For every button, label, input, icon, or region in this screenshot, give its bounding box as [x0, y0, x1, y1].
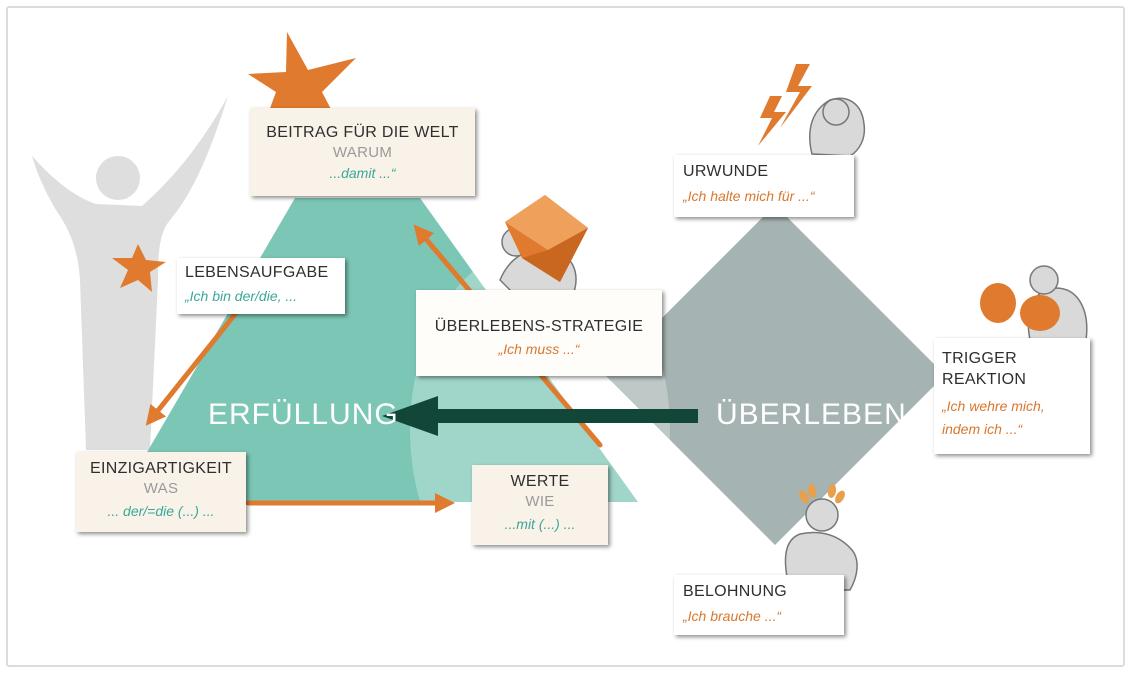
- dark-arrow: [382, 396, 698, 436]
- werte-title: WERTE: [510, 473, 570, 490]
- lebensaufgabe-title: LEBENSAUFGABE: [185, 264, 329, 281]
- beitrag-box: BEITRAG FÜR DIE WELT WARUM ...damit ...“: [250, 108, 475, 196]
- strategie-box: ÜBERLEBENS-STRATEGIE „Ich muss ...“: [416, 290, 662, 376]
- urwunde-title: URWUNDE: [683, 163, 769, 180]
- strategie-title: ÜBERLEBENS-STRATEGIE: [434, 318, 644, 335]
- lebensaufgabe-box: LEBENSAUFGABE „Ich bin der/die, ...: [177, 258, 345, 314]
- werte-quote: ...mit (...) ...: [504, 516, 576, 532]
- einzigartigkeit-quote: ... der/=die (...) ...: [107, 503, 215, 519]
- einzigartigkeit-title: EINZIGARTIGKEIT: [90, 460, 232, 477]
- strategie-quote: „Ich muss ...“: [498, 341, 580, 357]
- star-icon: [112, 244, 166, 292]
- einzigartigkeit-box: EINZIGARTIGKEIT WAS ... der/=die (...) .…: [76, 452, 246, 532]
- urwunde-quote: „Ich halte mich für ...“: [683, 188, 815, 204]
- lightning-figure-icon: [758, 64, 866, 157]
- label-ueberleben: ÜBERLEBEN: [716, 398, 907, 431]
- box-carrying-figure-icon: [499, 195, 588, 301]
- lebensaufgabe-quote: „Ich bin der/die, ...: [185, 288, 298, 304]
- reaktion-title: REAKTION: [942, 371, 1027, 388]
- belohnung-box: BELOHNUNG „Ich brauche ...“: [674, 575, 844, 635]
- diagram-frame: [6, 6, 1125, 667]
- trigger-title: TRIGGER: [942, 350, 1017, 367]
- ueberleben-diamond: [605, 205, 945, 545]
- erfuellung-triangle: [118, 198, 638, 502]
- belohnung-quote: „Ich brauche ...“: [683, 608, 782, 624]
- boxing-gloves-figure-icon: [980, 265, 1088, 341]
- trigger-box: TRIGGER REAKTION „Ich wehre mich, indem …: [934, 338, 1090, 454]
- beitrag-title: BEITRAG FÜR DIE WELT: [266, 124, 459, 141]
- trigger-quote-line2: indem ich ...“: [942, 421, 1023, 437]
- werte-sub: WIE: [525, 493, 555, 510]
- beitrag-sub: WARUM: [332, 144, 393, 161]
- belohnung-title: BELOHNUNG: [683, 583, 788, 600]
- beitrag-quote: ...damit ...“: [329, 165, 396, 181]
- label-erfuellung: ERFÜLLUNG: [208, 398, 399, 431]
- urwunde-box: URWUNDE „Ich halte mich für ...“: [674, 155, 854, 217]
- einzigartigkeit-sub: WAS: [143, 480, 179, 497]
- werte-box: WERTE WIE ...mit (...) ...: [472, 465, 608, 545]
- trigger-quote-line1: „Ich wehre mich,: [942, 398, 1045, 414]
